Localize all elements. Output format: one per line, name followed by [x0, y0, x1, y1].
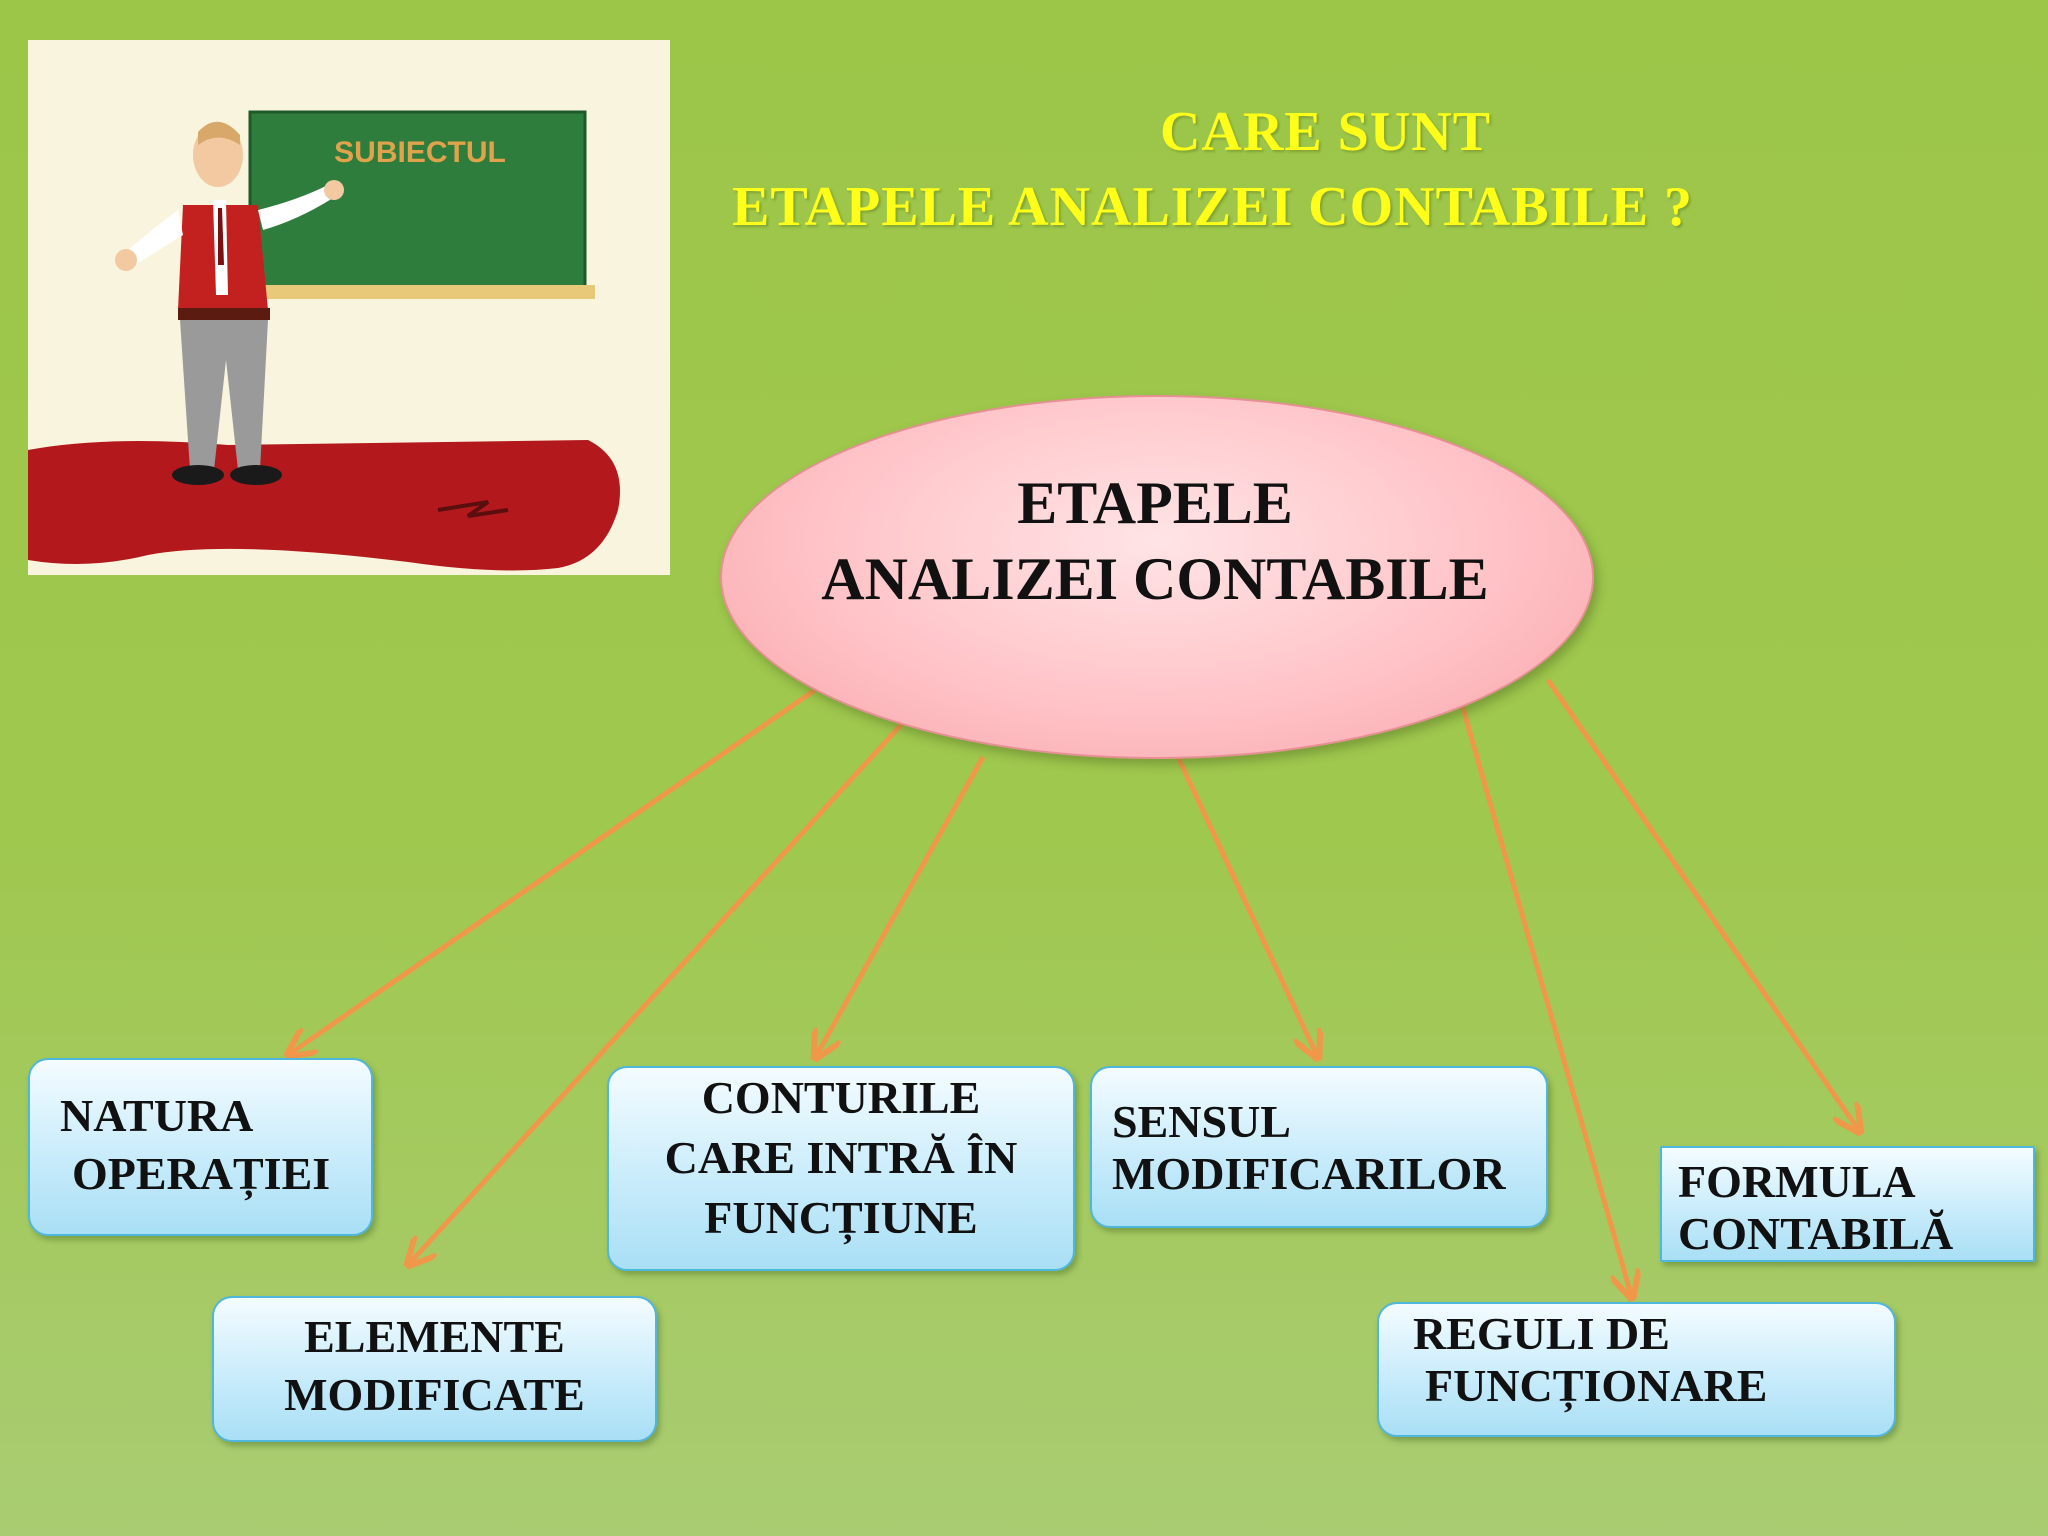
- arrow-to-sensul: [1175, 755, 1318, 1058]
- step-elemente-line-2: MODIFICATE: [284, 1369, 585, 1420]
- step-reguli-de-functionare: REGULI DE FUNCȚIONARE: [1377, 1302, 1896, 1437]
- arrow-to-elemente: [408, 713, 912, 1265]
- step-formula-line-2: CONTABILĂ: [1678, 1208, 1954, 1259]
- step-natura-line-1: NATURA: [60, 1090, 254, 1141]
- central-ellipse: [720, 395, 1594, 759]
- arrow-to-conturile: [815, 755, 986, 1058]
- arrow-to-natura: [288, 687, 817, 1055]
- step-reguli-line-1: REGULI DE: [1413, 1308, 1670, 1359]
- step-formula-line-1: FORMULA: [1678, 1156, 1916, 1207]
- step-formula-contabila: FORMULA CONTABILĂ: [1660, 1146, 2035, 1262]
- step-sensul-line-1: SENSUL: [1112, 1096, 1291, 1147]
- teacher-illustration: SUBIECTUL: [28, 40, 670, 575]
- step-elemente-modificate: ELEMENTE MODIFICATE: [212, 1296, 657, 1442]
- central-label-line-2: ANALIZEI CONTABILE: [821, 546, 1489, 612]
- step-natura-operatiei: NATURA OPERAȚIEI: [28, 1058, 373, 1236]
- step-sensul-line-2: MODIFICARILOR: [1112, 1148, 1506, 1199]
- central-label-line-1: ETAPELE: [1017, 470, 1293, 536]
- step-sensul-modificarilor: SENSUL MODIFICARILOR: [1090, 1066, 1548, 1228]
- step-elemente-line-1: ELEMENTE: [304, 1311, 565, 1362]
- step-conturile-line-1: CONTURILE: [701, 1072, 981, 1123]
- step-conturile-line-3: FUNCȚIUNE: [704, 1192, 978, 1243]
- step-conturile-line-2: CARE INTRĂ ÎN: [664, 1132, 1018, 1183]
- board-text: SUBIECTUL: [334, 136, 506, 169]
- central-label: ETAPELE ANALIZEI CONTABILE: [720, 465, 1590, 617]
- step-reguli-line-2: FUNCȚIONARE: [1425, 1360, 1768, 1411]
- step-natura-line-2: OPERAȚIEI: [72, 1148, 331, 1199]
- title-line-2: ETAPELE ANALIZEI CONTABILE ?: [732, 176, 1694, 238]
- title-line-1: CARE SUNT: [1160, 101, 1492, 163]
- arrow-to-reguli: [1459, 704, 1632, 1298]
- teacher-at-blackboard-image: SUBIECTUL: [28, 40, 670, 575]
- arrow-to-formula: [1545, 678, 1860, 1132]
- step-conturile: CONTURILE CARE INTRĂ ÎN FUNCȚIUNE: [607, 1066, 1075, 1271]
